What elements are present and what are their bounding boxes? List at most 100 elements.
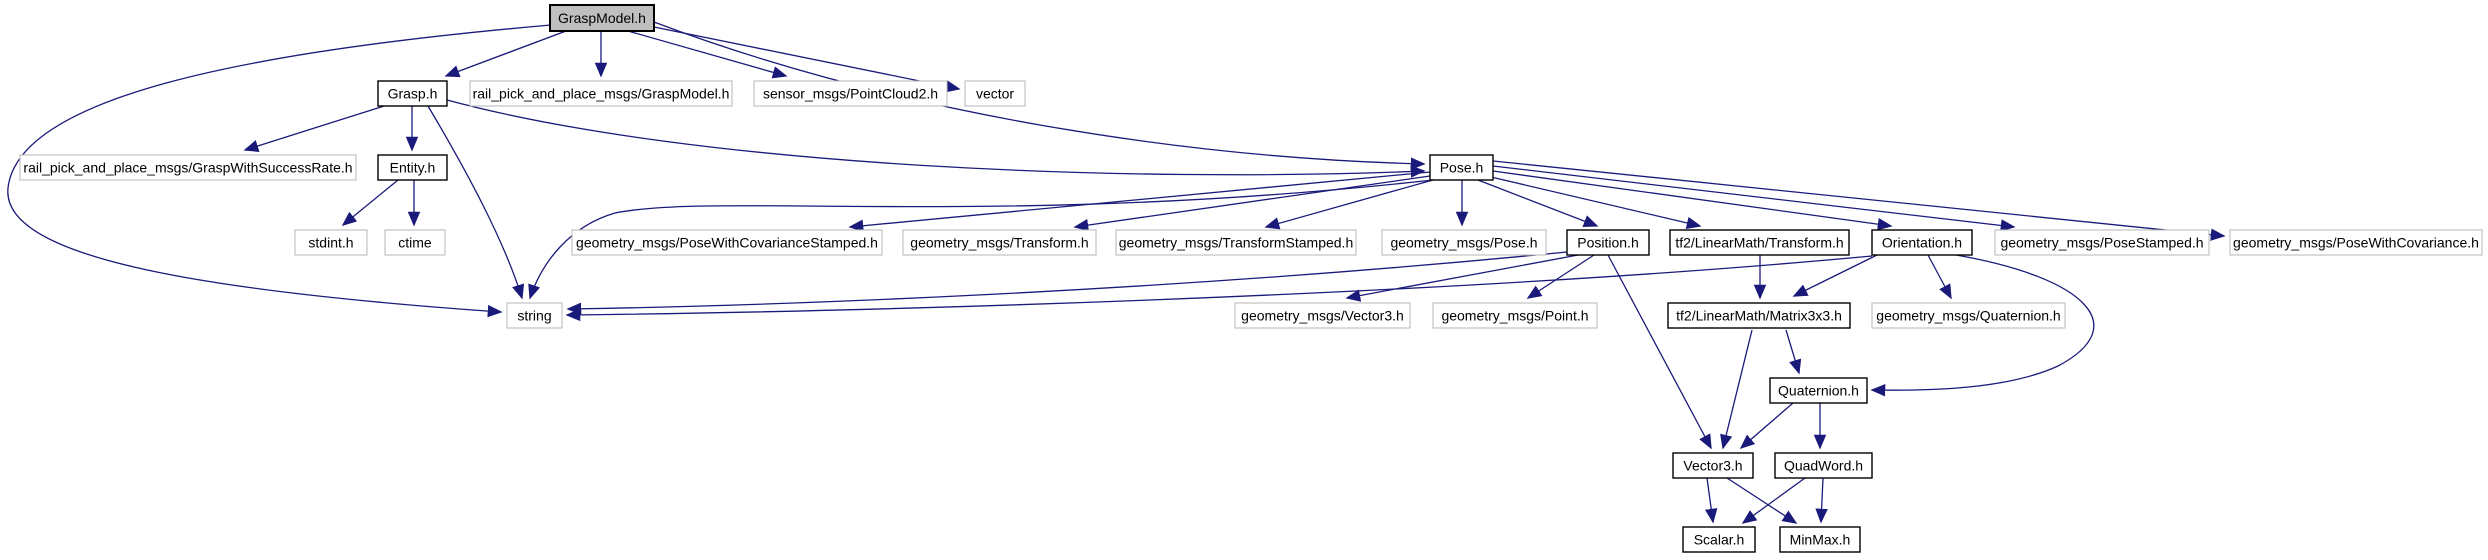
edge-pose-h-to-g-transformstamped	[1264, 179, 1434, 230]
node-box-g-point	[1432, 302, 1598, 329]
node-label-g-transform: geometry_msgs/Transform.h	[910, 235, 1088, 251]
node-label-rail-graspmodel-msg: rail_pick_and_place_msgs/GraspModel.h	[473, 86, 730, 102]
node-label-g-pose: geometry_msgs/Pose.h	[1390, 235, 1537, 251]
node-label-quaternion-h: Quaternion.h	[1778, 383, 1859, 399]
node-box-tf2-transform[interactable]	[1669, 229, 1850, 256]
node-label-rail-graspwithsuccessrate-msg: rail_pick_and_place_msgs/GraspWithSucces…	[23, 160, 352, 176]
node-g-posewithcovariance: geometry_msgs/PoseWithCovariance.h	[2229, 229, 2483, 256]
node-tf2-transform[interactable]: tf2/LinearMath/Transform.h	[1669, 229, 1850, 256]
node-vector3-h[interactable]: Vector3.h	[1672, 452, 1754, 479]
edge-position-h-to-g-vector3	[1345, 254, 1579, 302]
node-box-ctime	[384, 229, 446, 256]
node-label-string: string	[517, 308, 551, 324]
edge-grasp-h-to-pose-h	[446, 99, 1426, 178]
node-box-g-pose	[1381, 229, 1547, 256]
node-g-posewithcovariancestamped: geometry_msgs/PoseWithCovarianceStamped.…	[571, 229, 883, 256]
node-scalar-h[interactable]: Scalar.h	[1682, 526, 1756, 553]
edge-tf2-matrix3x3-to-quaternion-h	[1785, 329, 1802, 375]
node-box-scalar-h[interactable]	[1682, 526, 1756, 553]
node-box-g-quaternion	[1871, 302, 2066, 329]
node-graspmodel-h: GraspModel.h	[549, 4, 655, 32]
edge-quaternion-h-to-vector3-h	[1739, 402, 1794, 450]
node-label-g-posewithcovariancestamped: geometry_msgs/PoseWithCovarianceStamped.…	[576, 235, 878, 251]
node-box-position-h[interactable]	[1566, 229, 1650, 256]
edge-graspmodel-h-to-string	[7, 24, 552, 318]
node-box-g-transformstamped	[1115, 229, 1357, 256]
node-label-tf2-transform: tf2/LinearMath/Transform.h	[1675, 235, 1843, 251]
node-g-posestamped: geometry_msgs/PoseStamped.h	[1994, 229, 2210, 256]
node-minmax-h[interactable]: MinMax.h	[1779, 526, 1861, 553]
edge-vector3-h-to-scalar-h	[1705, 477, 1718, 524]
node-label-graspmodel-h: GraspModel.h	[558, 10, 646, 26]
edge-position-h-to-vector3-h	[1607, 254, 1712, 450]
edge-graspmodel-h-to-pose-h	[653, 21, 1426, 170]
node-label-ctime: ctime	[398, 235, 432, 251]
node-label-position-h: Position.h	[1577, 235, 1638, 251]
node-box-quaternion-h[interactable]	[1769, 377, 1868, 404]
node-entity-h[interactable]: Entity.h	[377, 154, 448, 181]
node-box-entity-h[interactable]	[377, 154, 448, 181]
node-label-orientation-h: Orientation.h	[1882, 235, 1962, 251]
node-box-stdint-h	[294, 229, 368, 256]
edge-pose-h-to-string	[528, 179, 1434, 300]
node-vector: vector	[964, 80, 1026, 107]
node-g-transformstamped: geometry_msgs/TransformStamped.h	[1115, 229, 1357, 256]
node-label-minmax-h: MinMax.h	[1790, 532, 1851, 548]
edge-pose-h-to-g-posewithcovariancestamped	[848, 171, 1431, 232]
node-quaternion-h[interactable]: Quaternion.h	[1769, 377, 1868, 404]
node-label-g-transformstamped: geometry_msgs/TransformStamped.h	[1119, 235, 1353, 251]
node-box-g-posewithcovariance	[2229, 229, 2483, 256]
node-label-entity-h: Entity.h	[390, 160, 436, 176]
node-label-vector3-h: Vector3.h	[1683, 458, 1742, 474]
node-ctime: ctime	[384, 229, 446, 256]
edge-orientation-h-to-quaternion-h	[1870, 254, 2095, 397]
node-label-g-vector3: geometry_msgs/Vector3.h	[1241, 308, 1404, 324]
node-box-sensor-pointcloud2	[753, 80, 948, 107]
node-rail-graspmodel-msg: rail_pick_and_place_msgs/GraspModel.h	[469, 80, 733, 107]
edge-orientation-h-to-g-quaternion	[1927, 254, 1952, 300]
node-label-g-posestamped: geometry_msgs/PoseStamped.h	[2000, 235, 2203, 251]
node-box-graspmodel-h	[549, 4, 655, 32]
node-box-vector3-h[interactable]	[1672, 452, 1754, 479]
node-g-vector3: geometry_msgs/Vector3.h	[1234, 302, 1411, 329]
node-label-grasp-h: Grasp.h	[388, 86, 438, 102]
node-pose-h[interactable]: Pose.h	[1429, 154, 1494, 181]
edge-grasp-h-to-string	[427, 105, 525, 300]
node-tf2-matrix3x3[interactable]: tf2/LinearMath/Matrix3x3.h	[1667, 302, 1851, 329]
node-sensor-pointcloud2: sensor_msgs/PointCloud2.h	[753, 80, 948, 107]
node-g-point: geometry_msgs/Point.h	[1432, 302, 1598, 329]
node-label-sensor-pointcloud2: sensor_msgs/PointCloud2.h	[763, 86, 938, 102]
node-box-g-posestamped	[1994, 229, 2210, 256]
node-orientation-h[interactable]: Orientation.h	[1871, 229, 1973, 256]
edge-graspmodel-h-to-vector	[653, 26, 961, 93]
edge-vector3-h-to-minmax-h	[1726, 477, 1798, 524]
node-box-rail-graspwithsuccessrate-msg	[19, 154, 357, 181]
edge-graspmodel-h-to-sensor-pointcloud2	[627, 30, 788, 79]
node-box-orientation-h[interactable]	[1871, 229, 1973, 256]
node-position-h[interactable]: Position.h	[1566, 229, 1650, 256]
node-box-minmax-h[interactable]	[1779, 526, 1861, 553]
edge-pose-h-to-g-posewithcovariance	[1492, 160, 2226, 241]
node-box-string	[506, 302, 563, 329]
node-grasp-h[interactable]: Grasp.h	[377, 80, 448, 107]
node-label-pose-h: Pose.h	[1440, 160, 1484, 176]
edge-grasp-h-to-rail-graspwithsuccessrate-msg	[243, 105, 385, 152]
node-label-g-posewithcovariance: geometry_msgs/PoseWithCovariance.h	[2233, 235, 2479, 251]
node-g-pose: geometry_msgs/Pose.h	[1381, 229, 1547, 256]
edge-graspmodel-h-to-grasp-h	[444, 30, 567, 78]
node-g-quaternion: geometry_msgs/Quaternion.h	[1871, 302, 2066, 329]
node-rail-graspwithsuccessrate-msg: rail_pick_and_place_msgs/GraspWithSucces…	[19, 154, 357, 181]
node-label-vector: vector	[976, 86, 1014, 102]
node-box-vector	[964, 80, 1026, 107]
node-quadword-h[interactable]: QuadWord.h	[1774, 452, 1873, 479]
node-box-pose-h[interactable]	[1429, 154, 1494, 181]
edge-pose-h-to-g-transform	[1073, 175, 1431, 232]
edge-tf2-matrix3x3-to-vector3-h	[1720, 329, 1753, 450]
node-string: string	[506, 302, 563, 329]
edge-pose-h-to-position-h	[1477, 179, 1599, 228]
node-box-tf2-matrix3x3[interactable]	[1667, 302, 1851, 329]
node-box-quadword-h[interactable]	[1774, 452, 1873, 479]
node-box-grasp-h[interactable]	[377, 80, 448, 107]
